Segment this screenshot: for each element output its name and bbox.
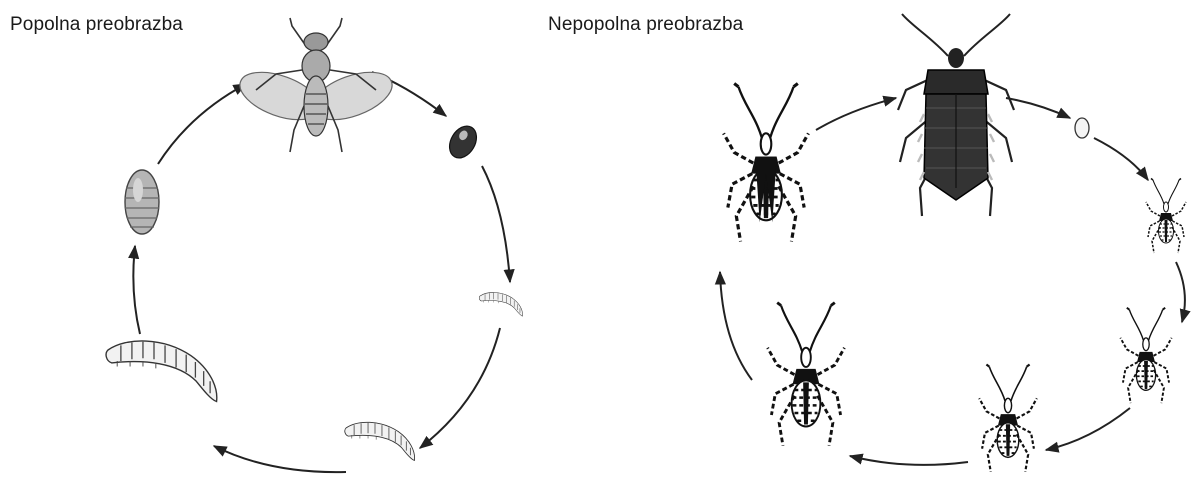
incomplete-metamorphosis-cycle [720,14,1186,472]
larva-illustration [345,422,415,460]
nymph-stage-4-illustration [768,303,845,446]
fly-adult-illustration [234,18,399,152]
nymph-stage-1-illustration [1146,179,1186,254]
arrow-egg-to-young-larva [482,166,510,282]
arrow-nymph5-to-adult [816,98,896,130]
nymph-stage-3-illustration [979,364,1037,471]
bug-egg-illustration [1075,118,1089,138]
large-larva-illustration [106,341,217,402]
arrow-young-larva-to-larva [420,328,500,448]
nymph-stage-5-illustration [724,84,809,242]
complete-metamorphosis-cycle [106,18,522,472]
arrow-nymph3-to-nymph4 [850,456,968,465]
arrow-nymph4-to-nymph5 [720,272,752,380]
pupa-illustration [125,170,159,234]
arrow-adult-to-egg [1006,98,1070,118]
nymph-stage-2-illustration [1120,308,1171,403]
arrow-larva-to-large-larva [214,446,346,472]
bug-adult-illustration [898,14,1014,216]
egg-illustration [444,121,482,162]
arrow-egg-to-nymph1 [1094,138,1148,180]
arrow-pupa-to-adult [158,84,246,164]
young-larva-illustration [479,292,522,316]
arrow-large-larva-to-pupa [133,246,140,334]
arrow-nymph2-to-nymph3 [1046,408,1130,450]
arrow-nymph1-to-nymph2 [1176,262,1185,322]
